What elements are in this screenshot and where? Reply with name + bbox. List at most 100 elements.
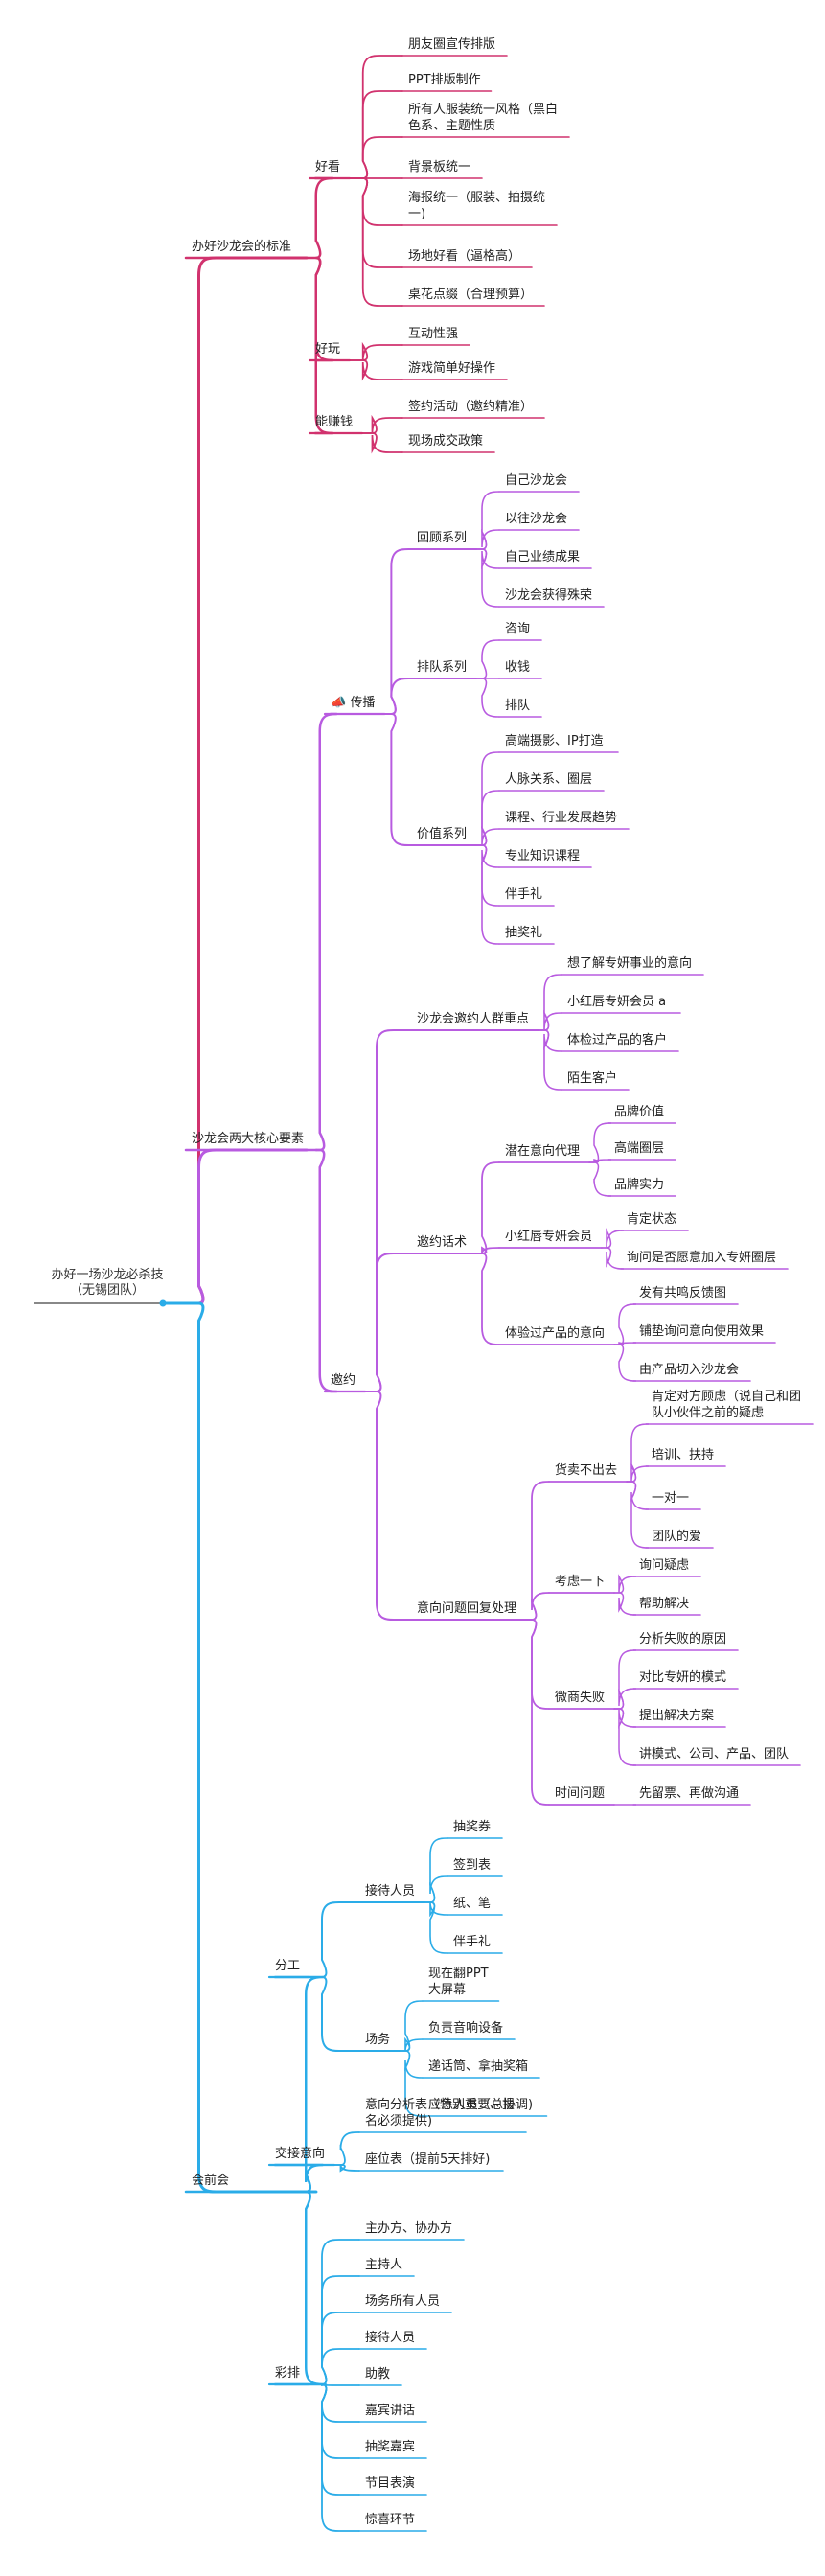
leaf-topic[interactable]: 签约活动（邀约精准） (408, 399, 533, 414)
leaf-topic[interactable]: 递话筒、拿抽奖箱 (428, 2058, 528, 2074)
main-topic-1[interactable]: 办好沙龙会的标准 (192, 239, 291, 254)
leaf-topic[interactable]: 培训、扶持 (652, 1447, 714, 1462)
leaf-topic[interactable]: 节目表演 (365, 2475, 415, 2491)
leaf-topic[interactable]: 自己沙龙会 (505, 473, 567, 488)
subtopic-回顾系列[interactable]: 回顾系列 (417, 531, 467, 545)
leaf-topic[interactable]: 沙龙会获得殊荣 (505, 587, 592, 603)
subtopic-考虑一下[interactable]: 考虑一下 (555, 1575, 605, 1589)
main-topic-2[interactable]: 沙龙会两大核心要素 (192, 1132, 304, 1146)
leaf-topic[interactable]: 主持人 (365, 2258, 402, 2272)
leaf-topic[interactable]: 助教 (365, 2366, 390, 2381)
subtopic-货卖不出去[interactable]: 货卖不出去 (555, 1462, 617, 1478)
leaf-topic[interactable]: 团队的爱 (652, 1529, 701, 1544)
leaf-topic[interactable]: 人脉关系、圈层 (505, 772, 592, 787)
leaf-topic[interactable]: 场务所有人员 (365, 2293, 440, 2309)
leaf-topic[interactable]: 讲模式、公司、产品、团队 (639, 1747, 789, 1761)
leaf-connector (475, 491, 500, 550)
subtopic-邀约[interactable]: 邀约 (331, 1373, 355, 1388)
subtopic-接待人员[interactable]: 接待人员 (365, 1883, 415, 1898)
leaf-topic[interactable]: 互动性强 (408, 327, 458, 341)
leaf-topic[interactable]: 惊喜环节 (365, 2513, 415, 2527)
leaf-topic[interactable]: 背景板统一 (408, 160, 470, 174)
subtopic-排队系列[interactable]: 排队系列 (417, 660, 467, 675)
leaf-topic[interactable]: PPT排版制作 (408, 73, 481, 87)
subtopic-分工[interactable]: 分工 (275, 1959, 300, 1973)
leaf-connector (399, 2036, 424, 2052)
leaf-topic[interactable]: 朋友圈宣传排版 (408, 36, 495, 52)
leaf-topic[interactable]: 询问疑虑 (639, 1557, 689, 1573)
leaf-topic[interactable]: 品牌价值 (614, 1104, 664, 1119)
leaf-topic[interactable]: 提出解决方案 (639, 1708, 714, 1723)
leaf-topic[interactable]: 小红唇专妍会员 a (567, 994, 666, 1009)
leaf-topic[interactable]: 嘉宾讲话 (365, 2403, 415, 2418)
leaf-topic[interactable]: 肯定状态 (627, 1212, 676, 1227)
leaf-topic[interactable]: 抽奖券 (453, 1819, 491, 1834)
leaf-topic[interactable]: 高端圈层 (614, 1140, 664, 1156)
leaf-topic[interactable]: 以往沙龙会 (505, 512, 567, 526)
leaf-topic[interactable]: 陌生客户 (567, 1070, 617, 1086)
leaf-topic[interactable]: 主办方、协办方 (365, 2220, 452, 2236)
leaf-connector (475, 639, 500, 679)
leaf-topic[interactable]: 座位表（提前5天排好) (365, 2151, 490, 2167)
leaf-topic[interactable]: 排队 (505, 699, 530, 713)
leaf-topic[interactable]: 品牌实力 (614, 1177, 664, 1192)
leaf-topic[interactable]: 抽奖嘉宾 (365, 2439, 415, 2454)
leaf-topic[interactable]: 负责音响设备 (428, 2020, 503, 2036)
subtopic-交接意向[interactable]: 交接意向 (275, 2146, 325, 2161)
subtopic-价值系列[interactable]: 价值系列 (417, 826, 467, 841)
subtopic-能赚钱[interactable]: 能赚钱 (315, 414, 353, 429)
main-topic-3[interactable]: 会前会 (192, 2173, 229, 2188)
leaf-topic[interactable]: 铺垫询问意向使用效果 (639, 1323, 764, 1339)
subtopic-场务[interactable]: 场务 (365, 2032, 390, 2047)
leaf-topic[interactable]: 场地好看（逼格高） (408, 248, 520, 264)
leaf-topic[interactable]: 高端摄影、IP打造 (505, 733, 604, 748)
subtopic-邀约话术[interactable]: 邀约话术 (417, 1235, 467, 1250)
leaf-topic[interactable]: 现场成交政策 (408, 433, 483, 448)
leaf-topic[interactable]: 游戏简单好操作 (408, 360, 495, 376)
leaf-topic[interactable]: 应急人员（总协调) (428, 2097, 533, 2112)
leaf-topic-text: 对比专妍的模式 (639, 1669, 726, 1685)
leaf-topic[interactable]: 一对一 (652, 1491, 689, 1506)
leaf-topic[interactable]: 伴手礼 (453, 1934, 491, 1949)
root-topic[interactable]: 办好一场沙龙必杀技 （无锡团队） (34, 1268, 167, 1307)
leaf-topic[interactable]: 对比专妍的模式 (639, 1669, 726, 1685)
subtopic-小红唇专妍会员[interactable]: 小红唇专妍会员 (505, 1229, 592, 1244)
subtopic-微商失败[interactable]: 微商失败 (555, 1690, 605, 1705)
subtopic-传播[interactable]: 📣 传播 (331, 695, 375, 710)
leaf-topic[interactable]: 收钱 (505, 660, 530, 675)
subtopic-时间问题[interactable]: 时间问题 (555, 1786, 605, 1801)
leaf-topic[interactable]: 想了解专妍事业的意向 (567, 955, 692, 971)
subtopic-潜在意向代理[interactable]: 潜在意向代理 (505, 1143, 580, 1159)
subtopic-好看[interactable]: 好看 (315, 159, 340, 174)
leaf-topic[interactable]: 体检过产品的客户 (567, 1032, 667, 1047)
leaf-topic[interactable]: 先留票、再做沟通 (639, 1786, 739, 1801)
leaf-topic[interactable]: 桌花点缀（合理预算） (408, 287, 533, 302)
leaf-topic[interactable]: 伴手礼 (505, 886, 542, 902)
leaf-topic[interactable]: 询问是否愿意加入专妍圈层 (627, 1250, 776, 1265)
subtopic-沙龙会邀约人群重点[interactable]: 沙龙会邀约人群重点 (417, 1011, 529, 1026)
subtopic-体验过产品的意向[interactable]: 体验过产品的意向 (505, 1325, 605, 1341)
leaf-topic[interactable]: 发有共鸣反馈图 (639, 1285, 726, 1300)
leaf-topic-text: 应急人员（总协调) (428, 2097, 533, 2112)
leaf-topic[interactable]: 专业知识课程 (505, 848, 580, 863)
leaf-topic[interactable]: 由产品切入沙龙会 (639, 1363, 739, 1377)
leaf-topic[interactable]: 课程、行业发展趋势 (505, 810, 617, 825)
subtopic-意向问题回复处理[interactable]: 意向问题回复处理 (417, 1600, 516, 1616)
leaf-topic[interactable]: 咨询 (505, 622, 530, 636)
leaf-topic[interactable]: 分析失败的原因 (639, 1631, 726, 1646)
leaf-topic[interactable]: 帮助解决 (639, 1597, 689, 1611)
leaf-topic[interactable]: 抽奖礼 (505, 925, 542, 940)
leaf-topic-text: 朋友圈宣传排版 (408, 36, 495, 52)
leaf-topic[interactable]: 自己业绩成果 (505, 550, 580, 564)
leaf-topic[interactable]: 纸、笔 (453, 1896, 491, 1911)
leaf-connector (349, 55, 403, 179)
subtopic-彩排[interactable]: 彩排 (275, 2366, 300, 2380)
subtopic-好玩[interactable]: 好玩 (315, 342, 340, 356)
leaf-topic[interactable]: 接待人员 (365, 2330, 415, 2345)
leaf-topic[interactable]: 签到表 (453, 1857, 491, 1873)
